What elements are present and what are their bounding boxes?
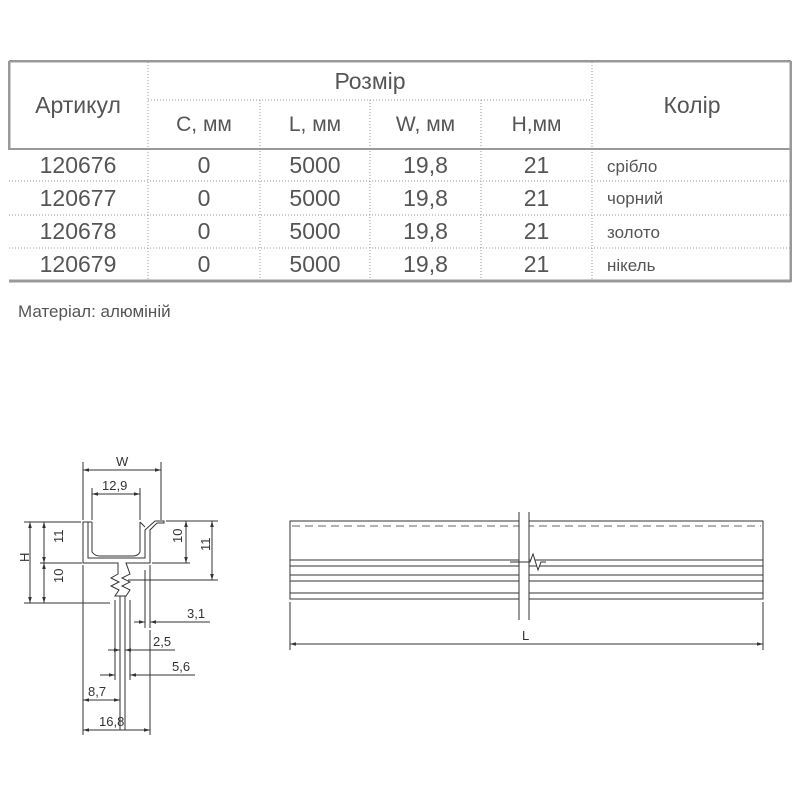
cell-color: нікель (607, 255, 656, 275)
dim-5-6: 5,6 (172, 659, 190, 674)
cell-l: 5000 (289, 184, 341, 211)
cell-w: 19,8 (403, 218, 448, 244)
cell-h: 21 (523, 251, 550, 277)
dim-3-1: 3,1 (187, 606, 205, 621)
header-c: C, мм (176, 112, 232, 136)
material-note: Матеріал: алюміній (18, 302, 171, 321)
cell-article: 120678 (39, 218, 117, 244)
dim-10-right: 10 (170, 529, 185, 543)
cell-c: 0 (197, 251, 211, 277)
cell-color: чорний (607, 189, 664, 208)
dim-11-left: 11 (51, 530, 66, 544)
cell-h: 21 (523, 218, 550, 244)
cell-l: 5000 (289, 151, 341, 178)
cell-article: 120677 (39, 184, 117, 211)
table-grid (8, 60, 792, 283)
dim-8-7: 8,7 (88, 684, 106, 699)
cell-w: 19,8 (403, 151, 448, 178)
cell-h: 21 (523, 151, 550, 178)
cell-l: 5000 (289, 218, 341, 244)
cell-c: 0 (197, 184, 211, 211)
cell-l: 5000 (289, 251, 341, 277)
cell-h: 21 (523, 184, 550, 211)
technical-drawing: W 12,9 H 11 10 10 11 3,1 2,5 5,6 8,7 16,… (17, 454, 764, 735)
profile-cross-section (24, 462, 218, 735)
spec-table: Артикул Розмір Колір C, мм L, мм W, мм H… (8, 60, 792, 283)
dim-11-right: 11 (198, 538, 213, 552)
cell-article: 120679 (39, 251, 117, 277)
header-h: H,мм (511, 112, 562, 136)
dim-12-9: 12,9 (102, 478, 127, 493)
cell-w: 19,8 (403, 251, 448, 277)
dim-w: W (116, 454, 129, 469)
header-article: Артикул (35, 92, 121, 118)
cell-color: срібло (607, 157, 658, 176)
header-size-group: Розмір (334, 67, 406, 94)
cell-color: золото (607, 222, 660, 242)
profile-side-view (289, 512, 764, 650)
cell-c: 0 (197, 151, 211, 178)
cell-w: 19,8 (403, 184, 448, 211)
dim-l: L (522, 628, 529, 643)
cell-article: 120676 (39, 151, 117, 178)
header-color: Колір (663, 92, 721, 118)
dim-16-8: 16,8 (99, 714, 124, 729)
dim-2-5: 2,5 (153, 634, 171, 649)
dim-h: H (17, 553, 32, 562)
dim-10-left: 10 (51, 569, 66, 583)
cell-c: 0 (197, 218, 211, 244)
header-w: W, мм (395, 112, 456, 136)
header-l: L, мм (288, 112, 342, 136)
